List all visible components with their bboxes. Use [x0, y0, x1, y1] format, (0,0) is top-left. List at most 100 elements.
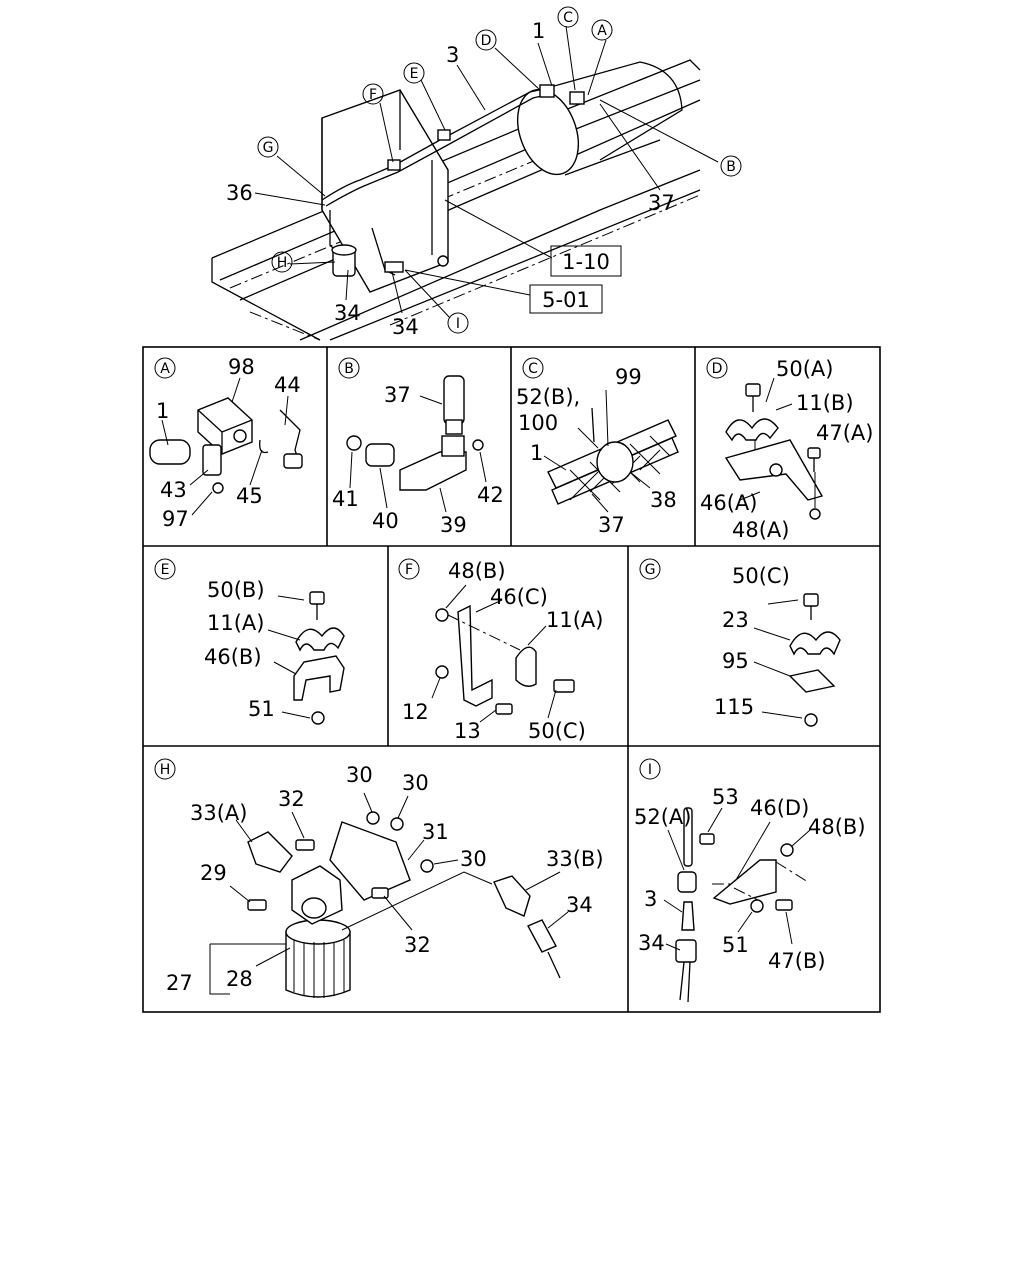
label-34: 34: [638, 931, 665, 955]
label-47b: 47(B): [768, 949, 826, 973]
label-33a: 33(A): [190, 801, 247, 825]
detail-grid: [142, 346, 881, 1013]
panel-b: B 37 41 40 39 42: [332, 357, 504, 537]
label-48a: 48(A): [732, 518, 789, 542]
label-43: 43: [160, 478, 187, 502]
label-23: 23: [722, 608, 749, 632]
label-11b: 11(B): [796, 391, 854, 415]
label-1: 1: [530, 441, 543, 465]
label-53: 53: [712, 785, 739, 809]
label-52a: 52(A): [634, 805, 691, 829]
label-41: 41: [332, 487, 359, 511]
label-51: 51: [722, 933, 749, 957]
label-37: 37: [384, 383, 411, 407]
label-30: 30: [402, 771, 429, 795]
label-33b: 33(B): [546, 847, 604, 871]
svg-text:I: I: [648, 762, 652, 778]
svg-text:G: G: [645, 562, 656, 578]
svg-text:D: D: [481, 33, 492, 49]
label-3: 3: [446, 43, 459, 67]
reference-box-1-10[interactable]: 1-10: [550, 245, 622, 277]
svg-text:H: H: [160, 762, 171, 778]
svg-text:I: I: [456, 316, 460, 332]
panel-f: F 48(B) 46(C) 11(A) 12 13 50(C): [398, 558, 603, 743]
label-51: 51: [248, 697, 275, 721]
reference-box-5-01[interactable]: 5-01: [529, 284, 603, 314]
label-30: 30: [346, 763, 373, 787]
label-32: 32: [404, 933, 431, 957]
label-12: 12: [402, 700, 429, 724]
label-34: 34: [566, 893, 593, 917]
label-32: 32: [278, 787, 305, 811]
label-46a: 46(A): [700, 491, 757, 515]
callout-circle-h: H: [271, 251, 293, 273]
label-37: 37: [598, 513, 625, 537]
label-38: 38: [650, 488, 677, 512]
label-11a: 11(A): [546, 608, 603, 632]
label-98: 98: [228, 355, 255, 379]
label-95: 95: [722, 649, 749, 673]
svg-text:C: C: [528, 361, 538, 377]
label-50b: 50(B): [207, 578, 265, 602]
label-52b: 52(B),: [516, 385, 580, 409]
label-30: 30: [460, 847, 487, 871]
label-31: 31: [422, 820, 449, 844]
label-50a: 50(A): [776, 357, 833, 381]
label-1: 1: [156, 399, 169, 423]
panel-g: G 50(C) 23 95 115: [639, 558, 841, 727]
label-115: 115: [714, 695, 754, 719]
label-29: 29: [200, 861, 227, 885]
svg-text:B: B: [726, 159, 736, 175]
callout-circle-d: D: [475, 29, 497, 51]
callout-circle-c: C: [557, 6, 579, 28]
panel-i: I 53 52(A) 46(D) 48(B) 3 34 51 47(B): [634, 758, 866, 1003]
label-36: 36: [226, 181, 253, 205]
callout-circle-b: B: [720, 155, 742, 177]
label-45: 45: [236, 484, 263, 508]
svg-text:E: E: [161, 562, 170, 578]
panel-h: H 30: [154, 758, 604, 998]
label-39: 39: [440, 513, 467, 537]
callout-circle-g: G: [257, 136, 279, 158]
label-11a: 11(A): [207, 611, 264, 635]
label-46d: 46(D): [750, 796, 809, 820]
svg-text:A: A: [160, 361, 170, 377]
label-1: 1: [532, 19, 545, 43]
svg-text:F: F: [369, 87, 377, 103]
label-40: 40: [372, 509, 399, 533]
label-13: 13: [454, 719, 481, 743]
svg-text:D: D: [712, 361, 723, 377]
panel-d: D 50(A) 11(B) 47(A) 46(A) 48(A): [700, 357, 873, 542]
svg-text:F: F: [405, 562, 413, 578]
label-50c: 50(C): [732, 564, 790, 588]
label-97: 97: [162, 507, 189, 531]
label-99: 99: [615, 365, 642, 389]
label-37: 37: [648, 191, 675, 215]
label-34: 34: [334, 301, 361, 325]
svg-text:B: B: [344, 361, 354, 377]
label-100: 100: [518, 411, 558, 435]
label-44: 44: [274, 373, 301, 397]
label-27: 27: [166, 971, 193, 995]
svg-text:1-10: 1-10: [562, 250, 610, 274]
label-50c: 50(C): [528, 719, 586, 743]
svg-text:E: E: [410, 66, 419, 82]
svg-text:H: H: [277, 255, 288, 271]
label-48b: 48(B): [448, 559, 506, 583]
svg-text:5-01: 5-01: [542, 288, 590, 312]
overview-illustration: [211, 25, 719, 341]
label-28: 28: [226, 967, 253, 991]
label-48b: 48(B): [808, 815, 866, 839]
callout-circle-a: A: [591, 19, 613, 41]
panel-a: A 98 44 1 43 45 97: [149, 355, 303, 531]
svg-text:C: C: [563, 10, 573, 26]
label-47a: 47(A): [816, 421, 873, 445]
panel-e: E 50(B) 11(A) 46(B) 51: [154, 558, 345, 725]
label-34: 34: [392, 315, 419, 339]
label-3: 3: [644, 887, 657, 911]
svg-text:A: A: [597, 23, 607, 39]
label-42: 42: [477, 483, 504, 507]
callout-circle-f: F: [362, 83, 384, 105]
panel-c: C 99 52(B), 100 1 38 37: [516, 357, 679, 537]
